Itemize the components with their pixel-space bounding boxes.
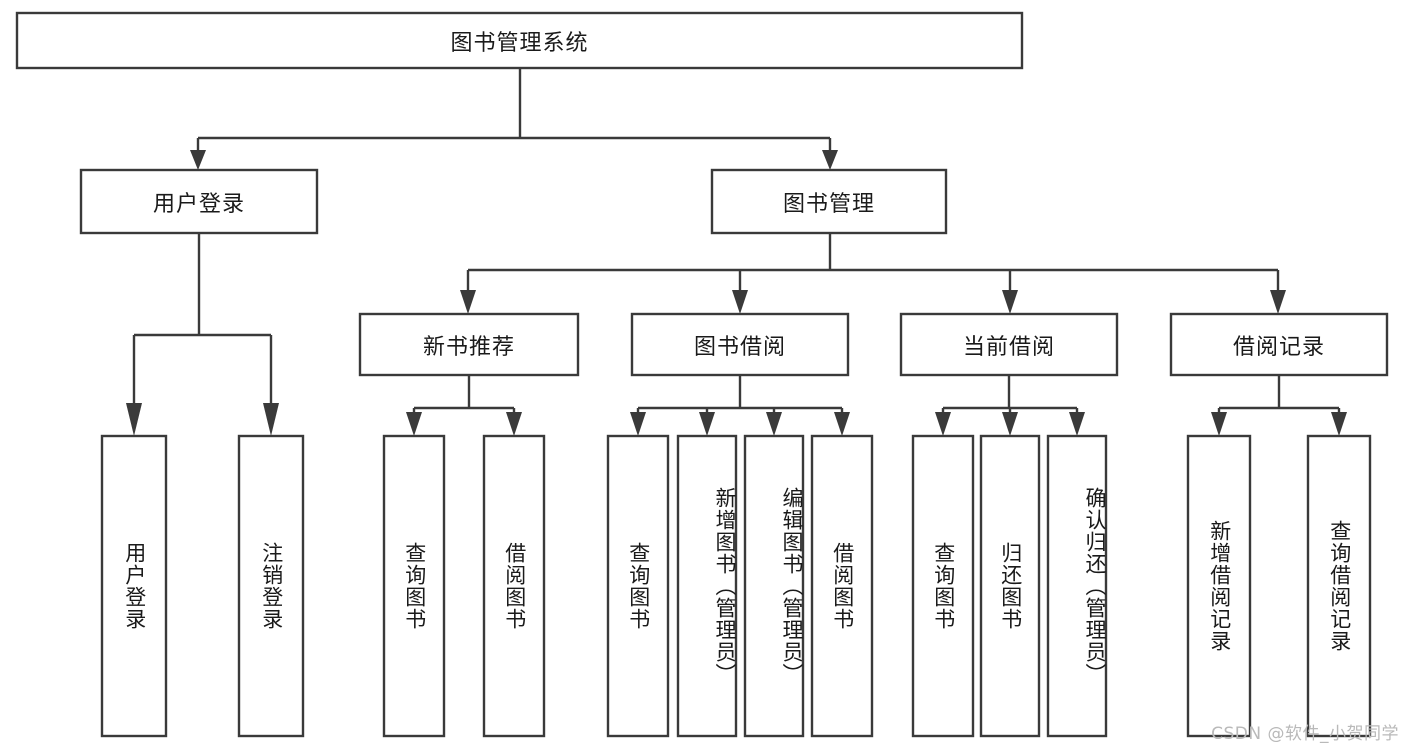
leaf-box-user-login[interactable] [100,434,168,738]
node-box-borrow-record[interactable] [1169,312,1389,377]
node-box-book-borrow[interactable] [630,312,850,377]
arrow-head-leaf-query-book-3 [935,412,951,436]
leaf-box-borrow-book-newbook[interactable] [482,434,546,738]
arrow-head-book-manage [822,150,838,170]
leaf-box-borrow-book-borrow[interactable] [810,434,874,738]
node-box-layer [15,11,1389,738]
arrow-head-leaf-user-logout [263,403,279,436]
leaf-box-query-book-current[interactable] [911,434,975,738]
arrow-head-leaf-add-record [1211,412,1227,436]
leaf-box-edit-book-admin[interactable] [743,434,805,738]
node-box-book-management[interactable] [710,168,948,235]
arrow-head-leaf-confirm-return [1069,412,1085,436]
leaf-box-user-logout[interactable] [237,434,305,738]
arrow-head-leaf-query-book-2 [630,412,646,436]
node-box-user-login[interactable] [79,168,319,235]
watermark-text: CSDN @软件_小贺同学 [1211,724,1399,744]
leaf-box-query-book-borrow[interactable] [606,434,670,738]
node-box-current-borrow[interactable] [899,312,1119,377]
node-box-root[interactable] [15,11,1024,70]
arrow-head-leaf-query-record [1331,412,1347,436]
arrow-head-current [1002,290,1018,314]
arrow-head-record [1270,290,1286,314]
arrow-head-leaf-query-book-1 [406,412,422,436]
arrow-head-leaf-borrow-book-2 [834,412,850,436]
node-box-new-book-recommend[interactable] [358,312,580,377]
arrow-head-leaf-edit-book [766,412,782,436]
leaf-box-query-book-newbook[interactable] [382,434,446,738]
arrow-head-newbook [460,290,476,314]
arrow-head-user-login [190,150,206,170]
arrow-head-leaf-add-book [699,412,715,436]
connector-layer [126,68,1347,436]
leaf-box-confirm-return-admin[interactable] [1046,434,1108,738]
arrow-head-leaf-borrow-book-1 [506,412,522,436]
leaf-box-add-borrow-record[interactable] [1186,434,1252,738]
arrow-head-leaf-return-book [1002,412,1018,436]
leaf-box-return-book[interactable] [979,434,1041,738]
arrow-head-leaf-user-login [126,403,142,436]
arrow-head-borrow [732,290,748,314]
leaf-box-query-borrow-record[interactable] [1306,434,1372,738]
leaf-box-add-book-admin[interactable] [676,434,738,738]
